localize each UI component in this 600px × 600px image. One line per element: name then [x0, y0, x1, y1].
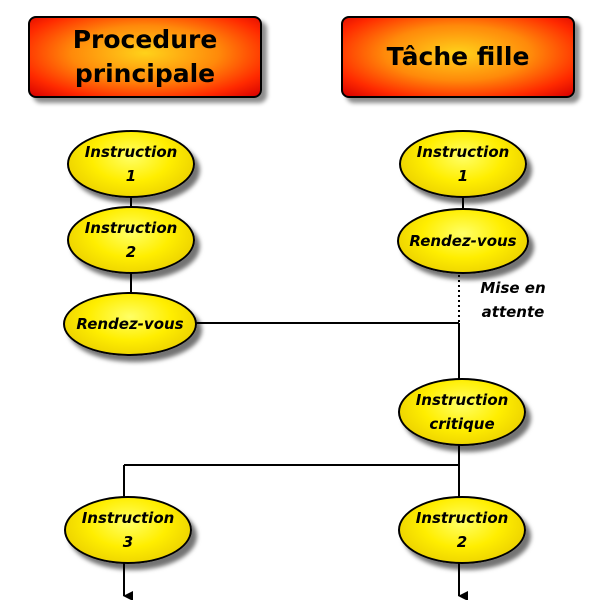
lane-header-main: Procedure principale [28, 16, 262, 98]
node-critical-instruction: Instruction critique [398, 378, 526, 446]
node-child-rendezvous: Rendez-vous [397, 208, 529, 274]
lane-header-child: Tâche fille [341, 16, 575, 98]
annotation-waiting: Mise en attente [480, 279, 546, 321]
node-child-instruction-1: Instruction 1 [399, 130, 527, 198]
node-main-rendezvous: Rendez-vous [63, 292, 197, 356]
node-main-instruction-2: Instruction 2 [67, 206, 195, 274]
node-main-instruction-1: Instruction 1 [67, 130, 195, 198]
node-main-instruction-3: Instruction 3 [64, 496, 192, 564]
node-child-instruction-2: Instruction 2 [398, 496, 526, 564]
